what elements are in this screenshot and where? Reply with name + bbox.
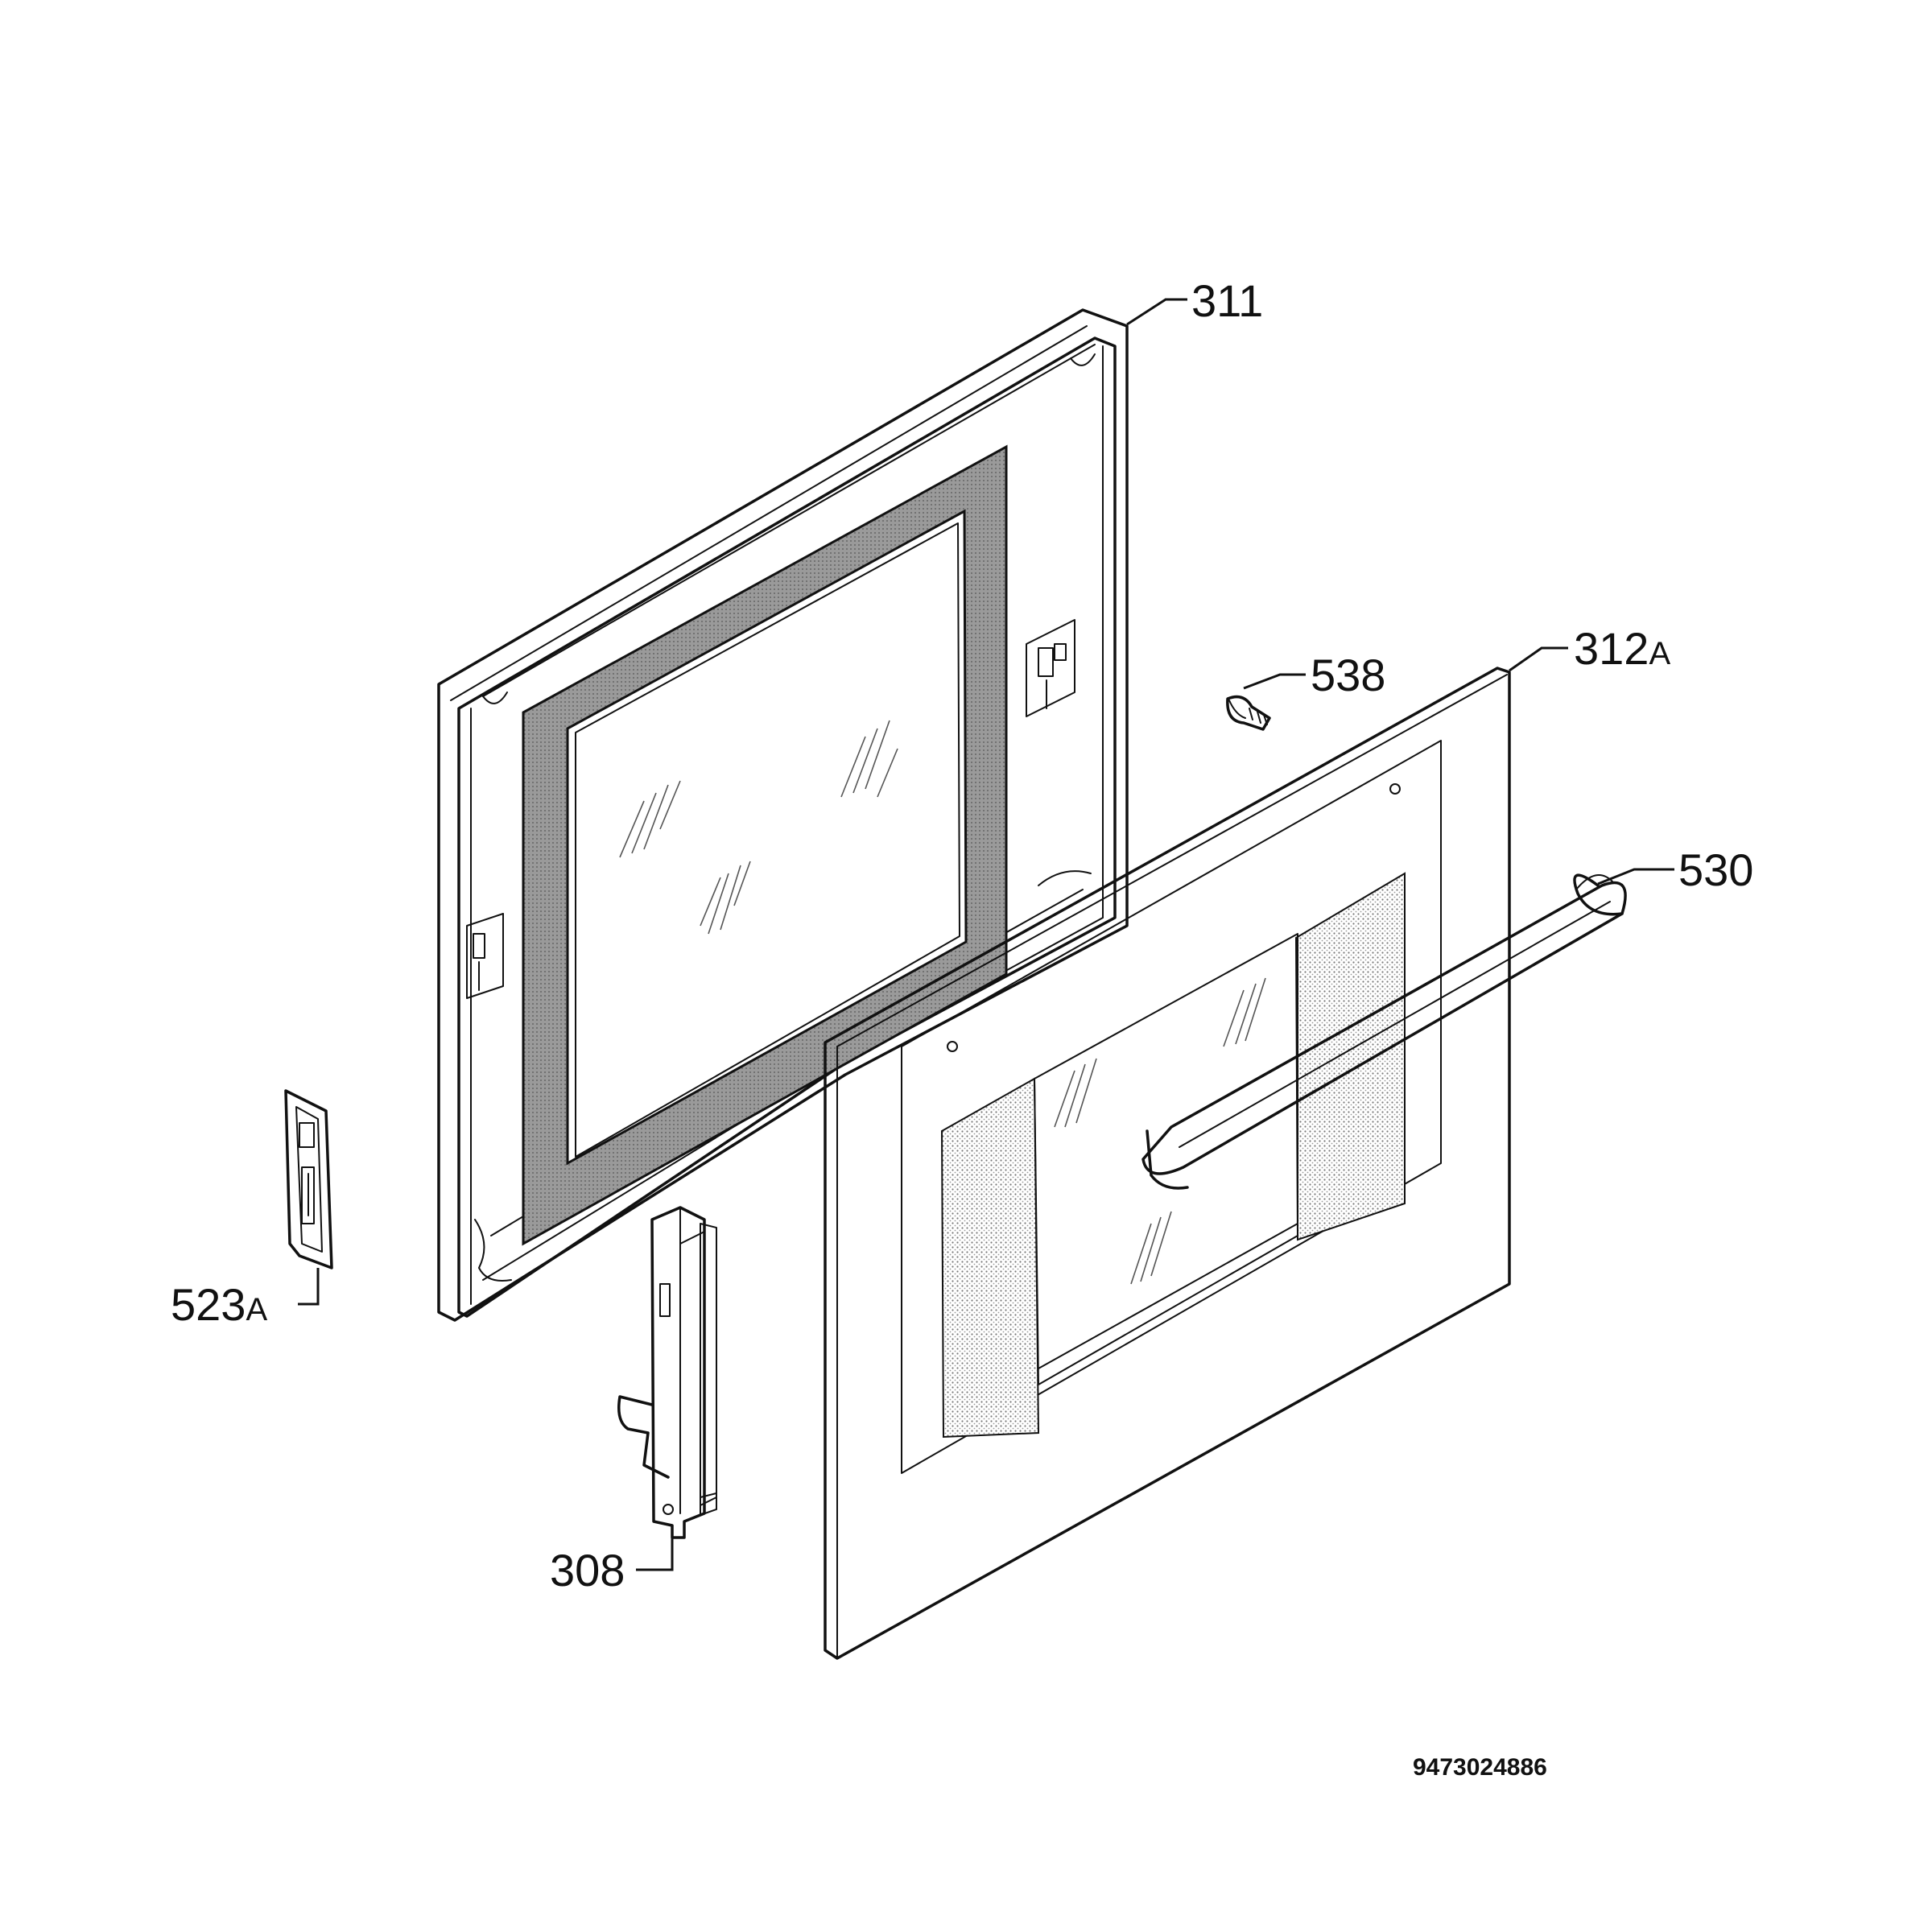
leader-523a <box>298 1268 320 1306</box>
inner-glass-reflection <box>619 720 898 935</box>
screw <box>1226 695 1271 731</box>
label-530: 530 <box>1678 844 1753 895</box>
leader-311 <box>1126 298 1187 326</box>
outer-glass-reflection <box>1054 977 1266 1285</box>
leader-312a <box>1509 646 1568 672</box>
lower-hinge-slot <box>466 913 504 999</box>
label-538: 538 <box>1311 650 1385 700</box>
leader-lines <box>298 298 1674 1571</box>
leader-530 <box>1597 868 1674 886</box>
side-bracket <box>284 1089 333 1269</box>
leader-308 <box>636 1538 674 1571</box>
part-labels: 311 312A 538 530 523A 308 9473024886 <box>171 275 1753 1781</box>
label-523a: 523A <box>171 1279 267 1330</box>
drawing-code: 9473024886 <box>1413 1754 1547 1781</box>
inner-window-gasket <box>522 444 1008 1246</box>
outer-door-panel <box>824 667 1511 1660</box>
label-311: 311 <box>1191 275 1263 326</box>
door-handle <box>1141 873 1627 1190</box>
leader-538 <box>1243 673 1306 690</box>
door-hinge <box>617 1206 717 1539</box>
upper-hinge-slot <box>1026 619 1075 717</box>
label-312a: 312A <box>1574 623 1670 674</box>
label-308: 308 <box>550 1545 625 1596</box>
inner-door-frame <box>437 308 1129 1322</box>
